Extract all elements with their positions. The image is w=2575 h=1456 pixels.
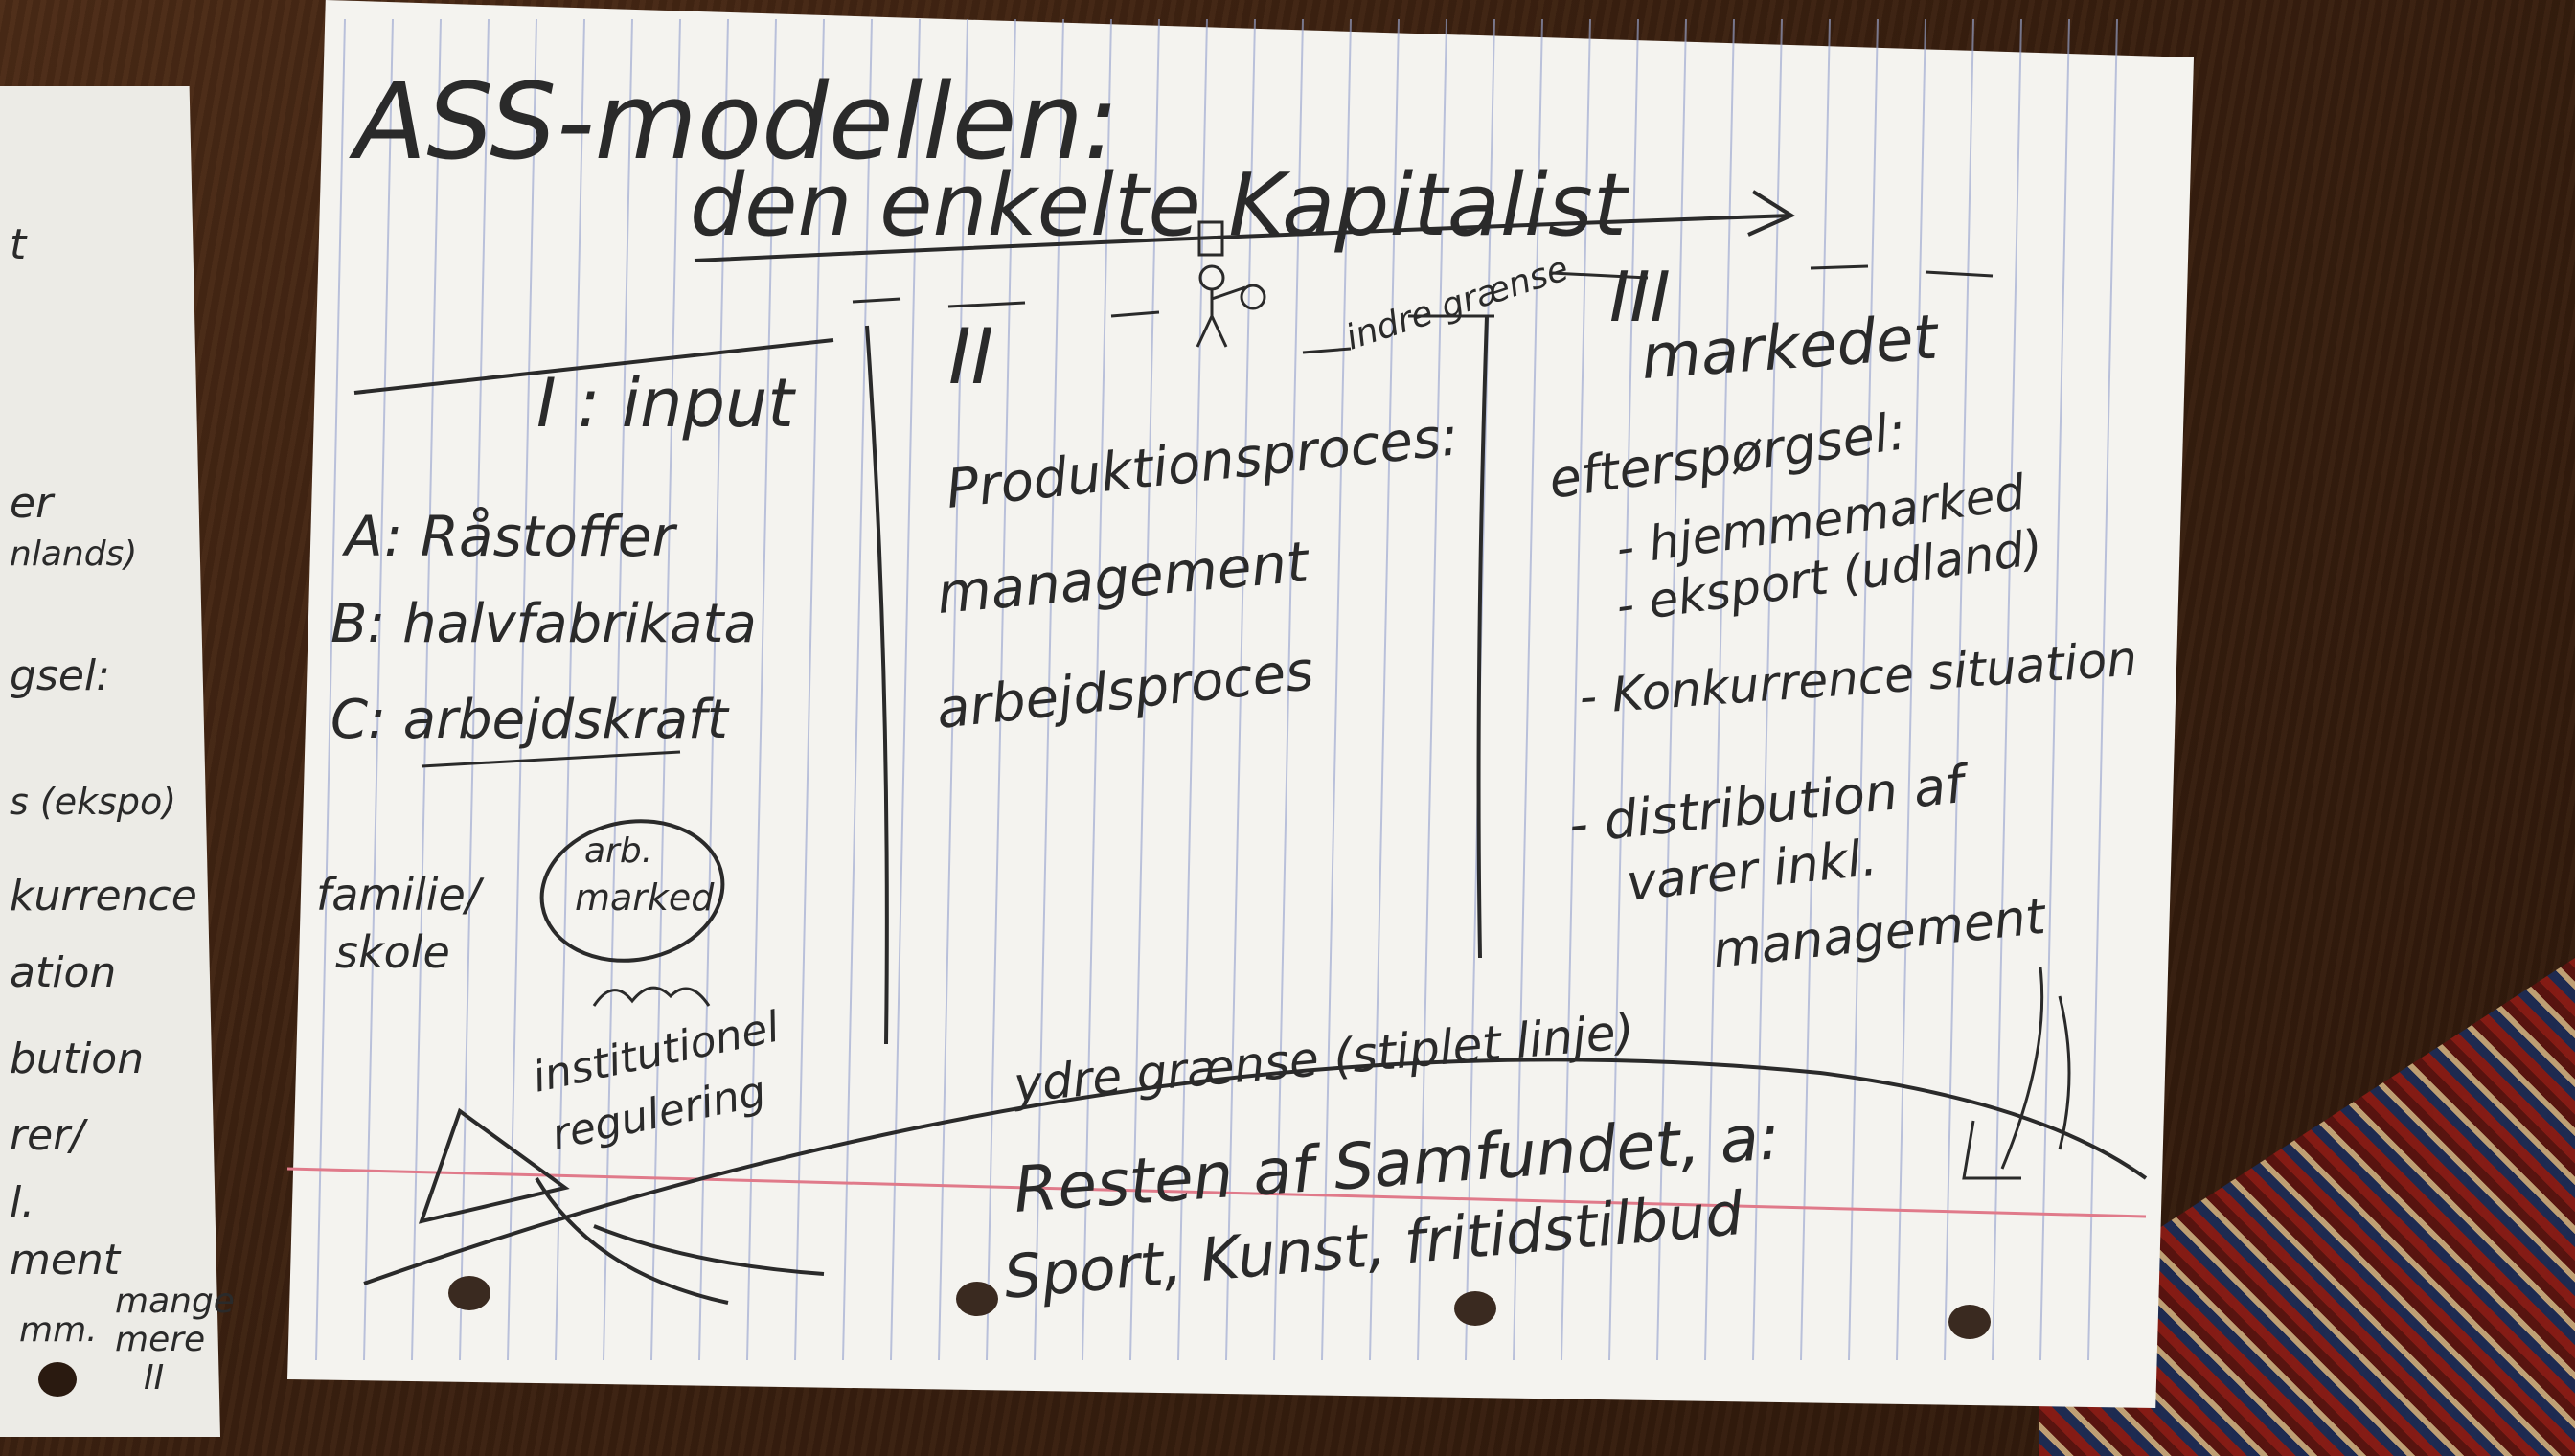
side-text-line: bution: [10, 1035, 144, 1083]
side-text-line: kurrence: [10, 872, 197, 921]
section-I-item: A: Råstoffer: [341, 504, 678, 569]
top-dashes: [852, 264, 1994, 354]
side-text-line: rer/: [10, 1111, 88, 1160]
section-II-item: management: [934, 529, 1312, 626]
section-dividers: [865, 315, 1489, 1045]
section-III-title: markedet: [1639, 302, 1943, 394]
side-text-line: l.: [10, 1178, 34, 1227]
inner-boundary-label: indre grænse: [1341, 249, 1573, 358]
section-II-heading: II: [948, 312, 993, 401]
section-I-item: B: halvfabrikata: [330, 593, 757, 655]
side-text-line: t: [10, 220, 28, 269]
underline: [421, 750, 681, 768]
side-punch-hole: [38, 1362, 77, 1397]
punch-hole: [448, 1276, 490, 1310]
side-text-line: ation: [10, 948, 116, 997]
brace: [592, 986, 711, 1007]
bubble-text: marked: [575, 876, 715, 919]
page-title: ASS-modellen:: [349, 60, 1119, 183]
punch-hole: [956, 1282, 998, 1316]
capitalist-arrow: [694, 190, 1796, 262]
outer-boundary-curve: [363, 1058, 2148, 1285]
section-I-item: C: arbejdskraft: [330, 689, 730, 751]
punch-holes: [448, 1276, 1991, 1339]
margin-line: [286, 1167, 2147, 1218]
capitalist-figure-icon: [1196, 220, 1266, 348]
punch-hole: [1454, 1291, 1496, 1326]
side-text-line: gsel:: [10, 651, 110, 700]
side-text-line: ment: [10, 1236, 122, 1285]
section-II-item: Produktionsproces:: [944, 405, 1462, 521]
side-paper: [0, 86, 220, 1437]
down-arrows: [1962, 967, 2071, 1180]
side-text-line: mm.: [19, 1310, 98, 1350]
bubble-text: arb.: [584, 831, 652, 871]
side-text-line: s (ekspo): [10, 781, 176, 823]
side-text-line: mere: [115, 1320, 205, 1359]
triangle-sketch: [418, 1107, 825, 1305]
side-page-text: t er nlands) gsel: s (ekspo) kurrence at…: [10, 220, 235, 1398]
punch-hole: [1948, 1305, 1991, 1339]
school-label: skole: [335, 926, 450, 978]
ruled-lines: [315, 18, 2118, 1361]
side-text-line: II: [144, 1358, 164, 1398]
side-text-line: nlands): [10, 535, 137, 574]
labor-market-bubble: [539, 819, 725, 963]
section-I-heading: I : input: [536, 364, 796, 443]
family-label: familie/: [316, 869, 485, 921]
side-text-line: er: [10, 479, 56, 528]
section-I-line: [353, 338, 834, 395]
section-II-item: arbejdsproces: [934, 640, 1317, 741]
section-III-item: management: [1710, 888, 2049, 980]
side-text-line: mange: [115, 1282, 235, 1321]
section-III-heading: III: [1609, 257, 1671, 337]
